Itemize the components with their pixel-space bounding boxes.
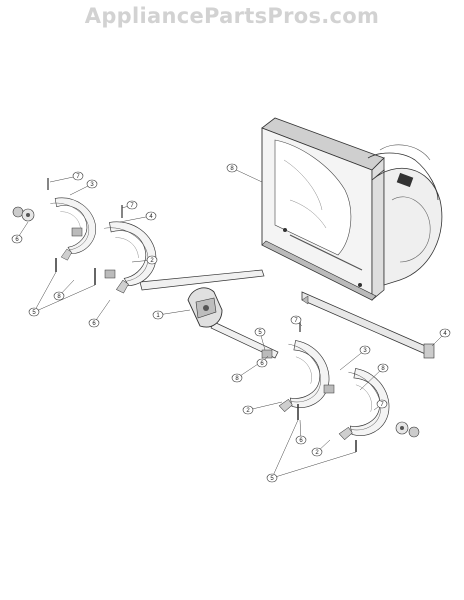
scraper-bar <box>301 291 435 359</box>
callout-number: 3 <box>363 348 367 354</box>
callout-21: 4 <box>439 328 451 338</box>
left-auger-outer <box>49 192 101 262</box>
callout-number: 5 <box>258 330 262 336</box>
callout-number: 2 <box>315 450 319 456</box>
callout-2: 4 <box>145 211 157 221</box>
callout-10: 1 <box>152 310 164 320</box>
callout-number: 2 <box>150 258 154 264</box>
callout-12: 7 <box>290 315 302 325</box>
gearbox <box>187 287 223 328</box>
callout-number: 6 <box>299 438 303 444</box>
callout-19: 2 <box>311 447 323 457</box>
callout-22: 6 <box>256 358 268 368</box>
callout-4: 8 <box>226 163 238 173</box>
callout-18: 6 <box>295 435 307 445</box>
callout-number: 8 <box>381 366 385 372</box>
callout-9: 6 <box>88 318 100 328</box>
callout-1: 3 <box>86 179 98 189</box>
callout-number: 3 <box>90 182 94 188</box>
callout-14: 2 <box>242 405 254 415</box>
callout-3: 7 <box>126 200 138 210</box>
callout-number: 7 <box>76 174 80 180</box>
callout-11: 5 <box>254 327 266 337</box>
right-spacer-parts <box>261 322 420 452</box>
callout-number: 7 <box>130 203 134 209</box>
callout-number: 6 <box>260 361 264 367</box>
callout-number: 2 <box>246 408 250 414</box>
right-auger-outer <box>336 367 396 447</box>
callout-5: 6 <box>11 234 23 244</box>
callout-number: 8 <box>230 166 234 172</box>
callout-number: 4 <box>443 331 447 337</box>
callout-number: 4 <box>149 214 153 220</box>
callout-number: 8 <box>235 376 239 382</box>
callout-number: 5 <box>32 310 36 316</box>
left-spacer-parts <box>12 178 123 285</box>
callout-number: 6 <box>15 237 19 243</box>
callout-labels: 7 3 4 7 8 6 2 8 5 6 1 5 7 8 2 3 8 7 6 2 5 4 6 <box>11 163 451 483</box>
callout-6: 2 <box>146 255 158 265</box>
callout-15: 3 <box>359 345 371 355</box>
callout-number: 5 <box>270 476 274 482</box>
callout-number: 7 <box>294 318 298 324</box>
callout-number: 8 <box>57 294 61 300</box>
auger-housing <box>261 117 443 301</box>
right-auger-inner <box>276 339 336 419</box>
callout-16: 8 <box>377 363 389 373</box>
callout-number: 1 <box>156 313 160 319</box>
auger-shaft <box>139 269 279 359</box>
callout-number: 7 <box>380 402 384 408</box>
site-watermark: AppliancePartsPros.com <box>84 4 380 28</box>
callout-8: 5 <box>28 307 40 317</box>
callout-7: 8 <box>53 291 65 301</box>
callout-13: 8 <box>231 373 243 383</box>
callout-17: 7 <box>376 399 388 409</box>
callout-20: 5 <box>266 473 278 483</box>
callout-0: 7 <box>72 171 84 181</box>
callout-number: 6 <box>92 321 96 327</box>
